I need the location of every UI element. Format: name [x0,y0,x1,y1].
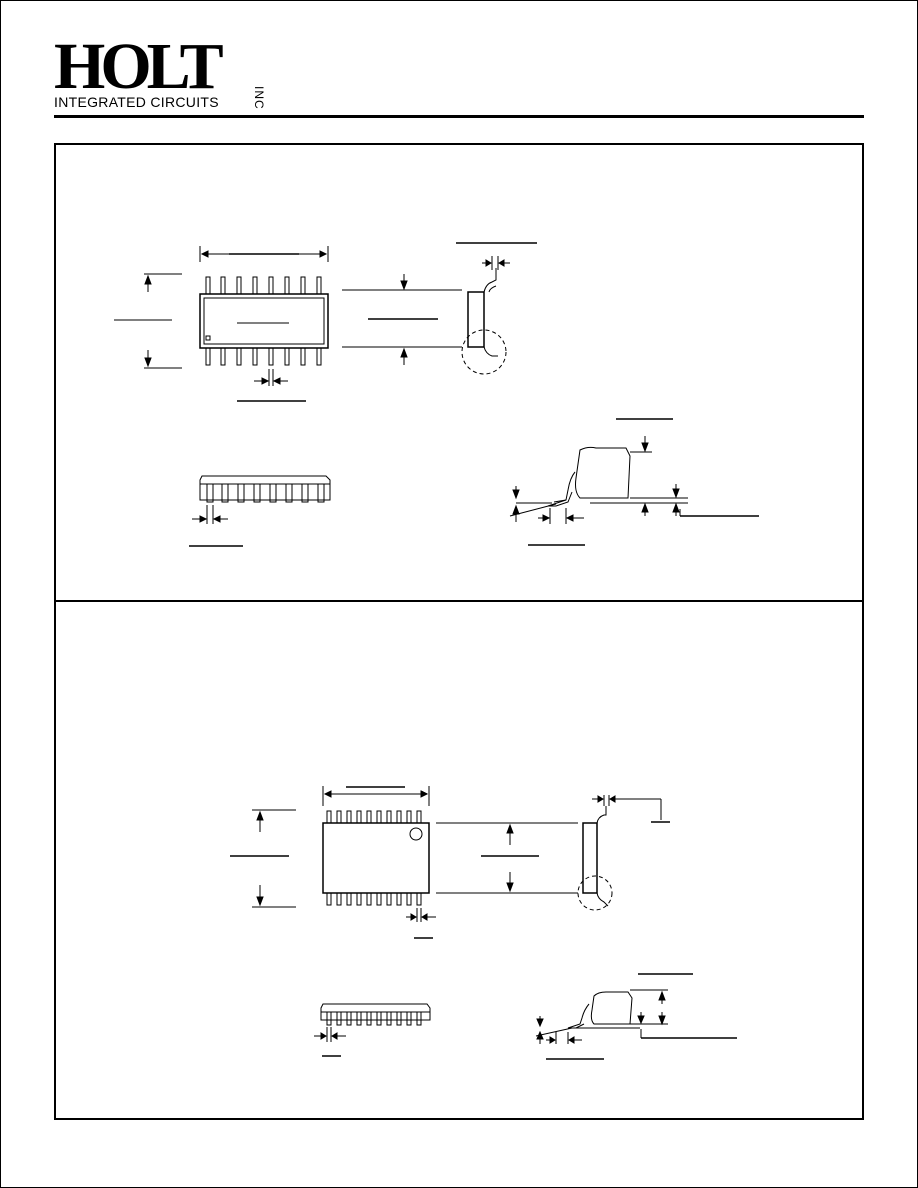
logo-subtitle: INTEGRATED CIRCUITS [54,94,219,110]
package-panel-bottom [54,600,864,1120]
soic16-end-view [342,242,537,375]
holt-logo: HOLT INC INTEGRATED CIRCUITS [54,34,266,114]
ssop20-end-view [436,795,670,911]
logo-wordmark: HOLT [54,30,224,103]
soic16-lead-detail [509,418,759,546]
header-rule [54,115,864,118]
ssop20-top-view [230,786,436,939]
ssop20-lead-detail [535,973,737,1060]
soic16-top-view [114,246,329,402]
soic16-side-view [189,475,331,547]
ssop20-side-view [314,1003,431,1057]
